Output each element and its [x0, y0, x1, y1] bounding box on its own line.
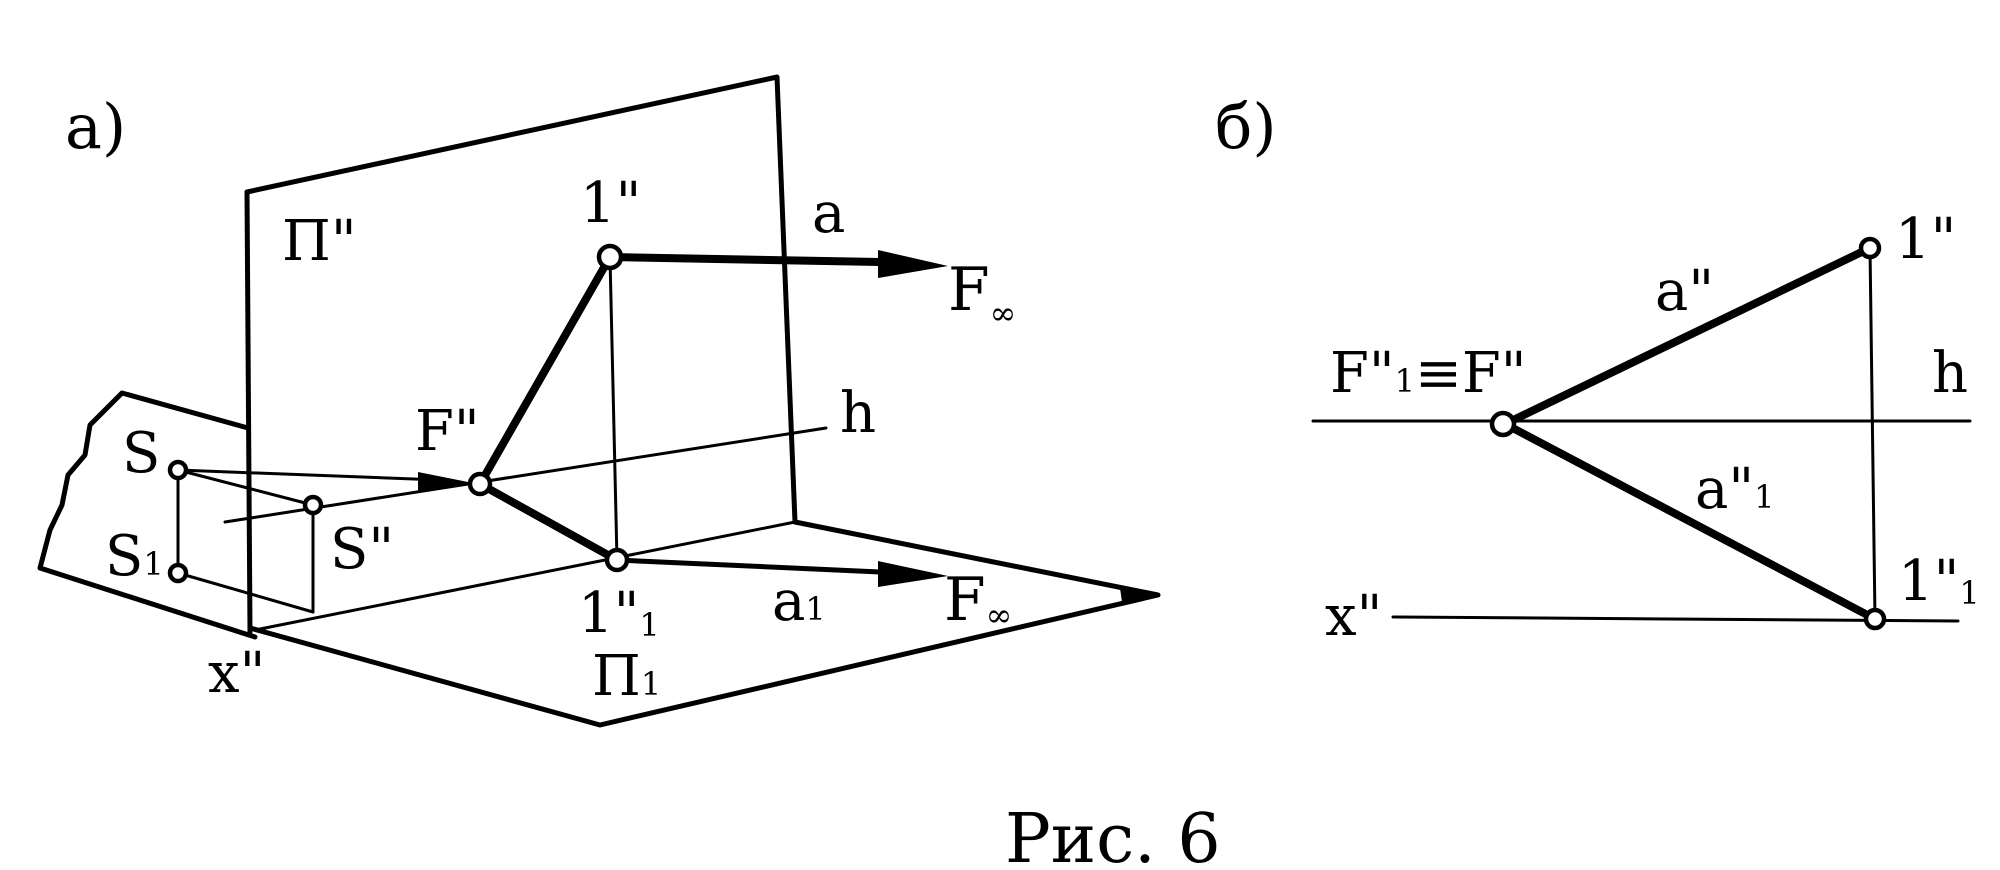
label-F-inf-top: F∞: [948, 255, 1016, 332]
panel-a-tag: а): [65, 90, 126, 163]
projector-1-to-11: [608, 255, 619, 562]
label-line-a1: a1: [772, 569, 826, 634]
label-S-prime: S": [330, 517, 394, 582]
label-plane-horizontal: П1: [592, 644, 661, 709]
panel-a: а) П" 1" a F∞ h F" S S1 S" 1"1 a1 F∞ x" …: [37, 74, 1161, 728]
point-1-b: [1858, 236, 1882, 260]
ray-S-to-F-arrowhead: [418, 472, 478, 492]
ray-S-to-F: [176, 468, 442, 482]
projector-1-to-11-b: [1868, 246, 1877, 621]
line-a1-b: [1501, 420, 1879, 623]
point-S1: [167, 562, 189, 584]
label-point-1: 1": [580, 171, 641, 236]
point-1-1: [604, 547, 630, 573]
label-S: S: [122, 421, 160, 486]
label-F-prime: F": [415, 399, 480, 464]
line-a-b: [1501, 244, 1874, 428]
label-S1: S1: [105, 524, 164, 589]
point-1-1-b: [1863, 607, 1887, 631]
projector-S-Sprime: [176, 468, 315, 507]
point-S: [167, 459, 189, 481]
point-1: [596, 243, 624, 271]
vertical-plane-outline: [244, 74, 798, 635]
label-line-a: a: [812, 181, 845, 246]
panel-b-tag: б): [1215, 90, 1277, 163]
ground-plane-outline: [37, 390, 258, 640]
line-F-to-11: [476, 480, 621, 564]
point-F-coincident: [1489, 410, 1517, 438]
line-a1-arrowhead: [878, 561, 948, 587]
label-point-1-1-b: 1"1: [1898, 549, 1980, 614]
label-F-inf-bottom: F∞: [944, 565, 1012, 635]
label-horizon-b: h: [1932, 341, 1968, 406]
label-F-coincident: F"1≡F": [1330, 341, 1527, 406]
point-S-prime: [302, 494, 324, 516]
horizontal-plane-outline: [247, 519, 1161, 728]
label-plane-vertical: П": [282, 209, 357, 274]
line-F-to-1: [476, 253, 614, 488]
figure-caption: Рис. 6: [1005, 800, 1221, 870]
label-point-1-b: 1": [1895, 207, 1956, 272]
label-horizon-a: h: [840, 381, 876, 446]
label-line-a-b: a": [1655, 259, 1714, 324]
label-axis-x-b: x": [1325, 584, 1382, 649]
point-F-prime: [467, 471, 493, 497]
line-a1: [614, 557, 883, 575]
label-axis-x-a: x": [208, 641, 265, 706]
horizon-line-a: [223, 426, 828, 524]
panel-b: б) F"1≡F" a" 1" h a"1 1"1 x": [1215, 90, 1980, 649]
label-line-a1-b: a"1: [1695, 457, 1775, 522]
projector-S1-base: [176, 571, 315, 614]
horizontal-plane-corner: [1120, 588, 1158, 602]
line-a: [606, 253, 884, 266]
label-point-1-1: 1"1: [578, 581, 660, 646]
line-a-arrowhead: [878, 250, 948, 278]
axis-x-line: [253, 520, 797, 632]
